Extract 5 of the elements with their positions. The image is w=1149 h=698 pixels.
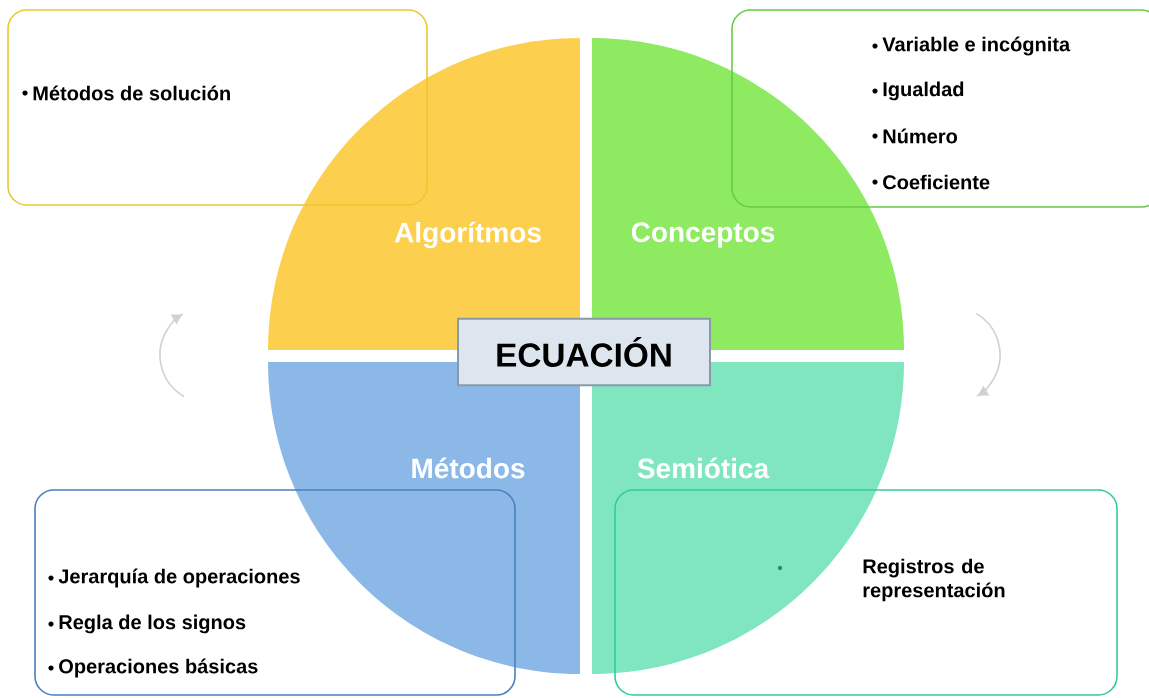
text-box: Métodos de solución: [7, 9, 428, 206]
text-box: Jerarquía de operaciones Regla de los signos Operaciones básicas: [34, 489, 516, 696]
text-box: Registros de representación: [614, 489, 1118, 696]
text-box: Variable e incógnita Igualdad Número Coeficiente: [731, 9, 1149, 208]
title-box: ECUACIÓN: [457, 317, 711, 387]
